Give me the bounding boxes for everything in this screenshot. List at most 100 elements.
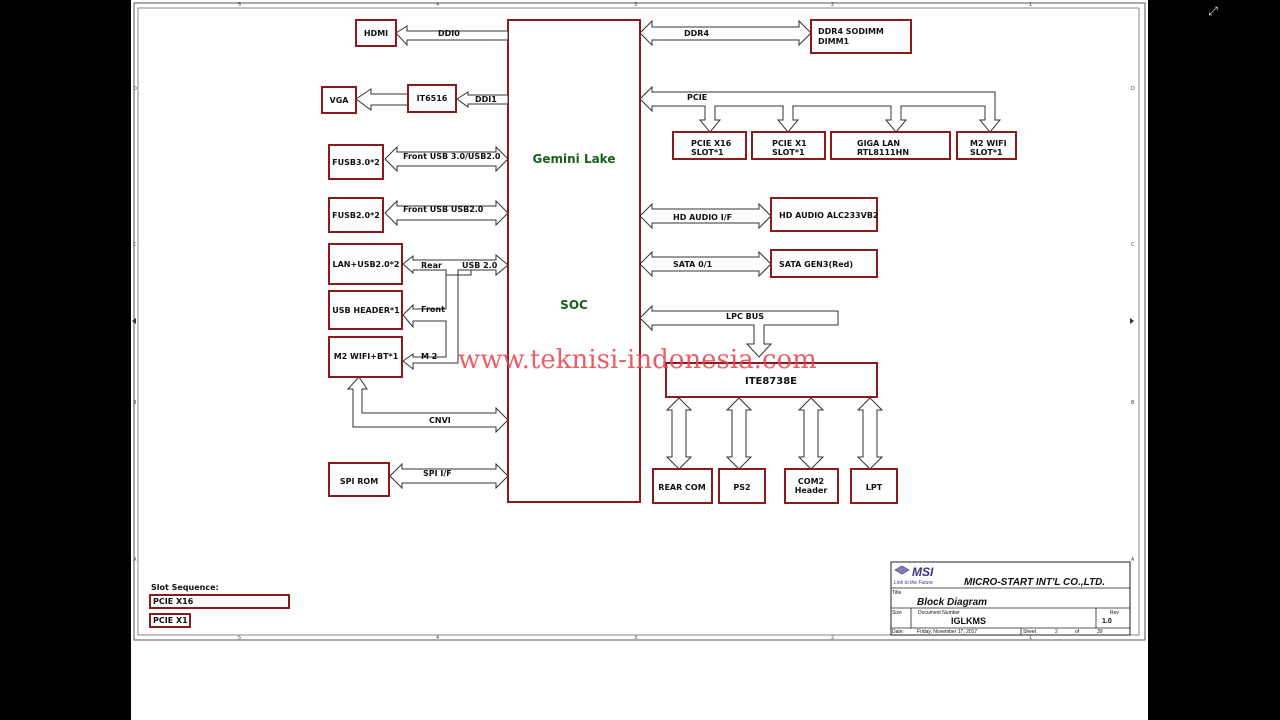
- com2-line1: COM2: [798, 477, 824, 486]
- usb-header-block[interactable]: [328, 290, 403, 330]
- pcie-bus-arrow: [639, 85, 1002, 133]
- block-diagram: 5 4 3 2 1 5 4 3 2 1 D C B A D C B A Gemi…: [132, 2, 1146, 641]
- pcie-x16-block[interactable]: [672, 131, 747, 160]
- ddr4-block-line1: DDR4 SODIMM: [818, 27, 884, 36]
- ddi1-arrow: [456, 91, 509, 108]
- lpt-block[interactable]: [850, 468, 898, 504]
- vga-label: VGA: [330, 96, 350, 105]
- m2-wifi-bt-block[interactable]: [328, 336, 403, 378]
- ddi0-label: DDI0: [438, 29, 460, 38]
- slot-seq-item: [149, 594, 290, 609]
- fusb3-block[interactable]: [328, 144, 384, 180]
- zone-col-top: 2: [831, 2, 834, 8]
- rear-com-block[interactable]: [652, 468, 713, 504]
- it6516-vga-arrow: [355, 88, 409, 111]
- ite-rearcom-arrow: [665, 397, 693, 470]
- soc-block[interactable]: [507, 19, 641, 503]
- title-block: MSI Link to the Future MICRO-START INT'L…: [890, 561, 1131, 636]
- hd-audio-label: HD AUDIO I/F: [673, 213, 732, 222]
- front-usb2-label: Front USB USB2.0: [403, 205, 484, 214]
- soc-subtitle: SOC: [560, 298, 588, 312]
- front-usb2-arrow: [384, 199, 509, 227]
- hd-audio-block[interactable]: [770, 197, 878, 232]
- ddr4-arrow: [639, 19, 812, 47]
- sata-label: SATA 0/1: [673, 260, 713, 269]
- border-inner: [137, 7, 1140, 636]
- zone-col-bottom: 2: [831, 635, 834, 641]
- zone-row-left: B: [133, 400, 137, 406]
- lan-usb-block[interactable]: [328, 243, 403, 285]
- pcie-label: PCIE: [687, 93, 707, 102]
- revision: 1.0: [1102, 618, 1112, 625]
- ps2-block[interactable]: [718, 468, 766, 504]
- date-label: Date:: [892, 629, 904, 635]
- msi-logo: MSI: [912, 565, 934, 579]
- giga-lan-line2: RTL8111HN: [857, 148, 909, 157]
- title-label: Title: [892, 590, 901, 596]
- lpc-label: LPC BUS: [726, 312, 764, 321]
- ite-lpt-arrow: [856, 397, 884, 470]
- center-mark-right: [1130, 318, 1134, 324]
- msi-tagline: Link to the Future: [894, 580, 933, 586]
- zone-col-bottom: 3: [634, 635, 637, 641]
- com2-block[interactable]: [784, 468, 839, 504]
- spi-rom-block[interactable]: [328, 462, 390, 497]
- pcie-x16-line2: SLOT*1: [691, 148, 724, 157]
- front-usb3-label: Front USB 3.0/USB2.0: [403, 152, 501, 161]
- ite-ps2-arrow: [725, 397, 753, 470]
- ddr4-block-line2: DIMM1: [818, 37, 850, 46]
- m2-wifi-line2: SLOT*1: [970, 148, 1003, 157]
- rear-label: Rear: [421, 261, 442, 270]
- ddr4-label: DDR4: [684, 29, 709, 38]
- m2-wifi-block[interactable]: [956, 131, 1017, 160]
- usb-header-label: USB HEADER*1: [332, 306, 400, 315]
- sata-block[interactable]: [770, 249, 878, 278]
- fusb2-label: FUSB2.0*2: [332, 211, 380, 220]
- spi-arrow: [389, 462, 509, 490]
- spi-rom-label: SPI ROM: [340, 477, 378, 486]
- pcie-x1-block[interactable]: [751, 131, 826, 160]
- sata-block-label: SATA GEN3(Red): [779, 260, 853, 269]
- zone-col-top: 1: [1029, 2, 1032, 8]
- cnvi-label: CNVI: [429, 416, 451, 425]
- company-name: MICRO-START INT'L CO.,LTD.: [964, 577, 1105, 588]
- zone-col-bottom: 4: [436, 635, 439, 641]
- of-label: of: [1075, 629, 1080, 635]
- watermark: www.teknisi-indonesia.com: [458, 345, 817, 375]
- hdmi-block[interactable]: [355, 19, 397, 47]
- hd-audio-block-label: HD AUDIO ALC233VB2: [779, 211, 878, 220]
- m2-wifi-line1: M2 WIFI: [970, 139, 1007, 148]
- lpt-label: LPT: [866, 483, 883, 492]
- rear-com-label: REAR COM: [658, 483, 705, 492]
- date-value: Friday, November 17, 2017: [917, 629, 977, 635]
- it6516-block[interactable]: [407, 84, 457, 113]
- zone-row-left: D: [133, 86, 137, 92]
- ite-com2-arrow: [797, 397, 825, 470]
- pcie-x1-line1: PCIE X1: [772, 139, 807, 148]
- ddi0-arrow: [395, 25, 509, 47]
- docnum-label: Document Number: [918, 610, 960, 616]
- msi-logo-icon: [894, 565, 910, 575]
- slot-seq-item: [149, 613, 191, 628]
- fusb2-block[interactable]: [328, 197, 384, 233]
- sheet-label: Sheet: [1023, 629, 1037, 635]
- document-title: Block Diagram: [917, 597, 987, 608]
- zone-row-right: A: [1131, 557, 1135, 563]
- vga-block[interactable]: [321, 86, 357, 114]
- ddr4-block[interactable]: [810, 19, 912, 54]
- zone-col-top: 3: [634, 2, 637, 8]
- m2-label: M 2: [421, 352, 437, 361]
- ddi1-label: DDI1: [475, 95, 497, 104]
- rev-label: Rev: [1110, 610, 1119, 616]
- ite-block[interactable]: [665, 362, 878, 398]
- spi-label: SPI I/F: [423, 469, 452, 478]
- size-label: Size: [892, 610, 902, 616]
- ps2-label: PS2: [733, 483, 750, 492]
- giga-lan-block[interactable]: [830, 131, 951, 160]
- zone-col-top: 4: [436, 2, 439, 8]
- fullscreen-icon[interactable]: ⤢: [1208, 4, 1218, 18]
- schematic-sheet: 5 4 3 2 1 5 4 3 2 1 D C B A D C B A Gemi…: [131, 0, 1148, 720]
- it6516-label: IT6516: [417, 94, 448, 103]
- zone-row-left: A: [133, 557, 137, 563]
- slot-seq-item-label: PCIE X1: [153, 616, 188, 625]
